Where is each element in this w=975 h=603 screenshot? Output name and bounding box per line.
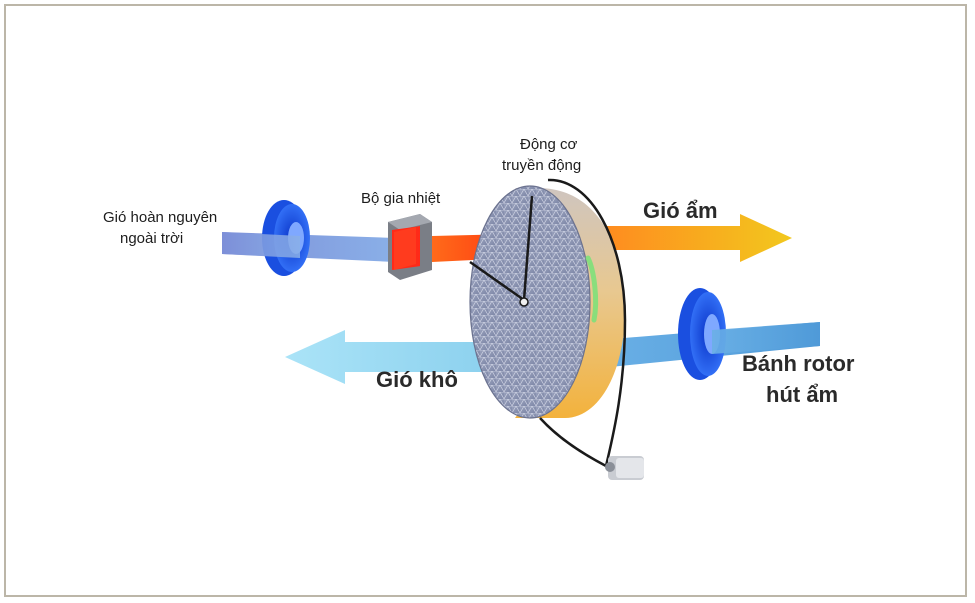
label-heater: Bộ gia nhiệt [361, 190, 441, 207]
label-rotor-line1: Bánh rotor [742, 351, 855, 376]
label-rotor-line2: hút ẩm [766, 382, 838, 407]
label-dry-air: Gió khô [376, 367, 458, 392]
humid-air-arrow [600, 214, 792, 262]
label-motor-line2: truyền động [502, 157, 581, 174]
desiccant-rotor [469, 185, 625, 419]
heater [388, 214, 432, 280]
drive-motor [605, 456, 644, 480]
label-return-air-line1: Gió hoàn nguyên [103, 209, 217, 226]
label-return-air-line2: ngoài trời [120, 230, 183, 247]
process-fan [678, 288, 820, 380]
drive-belt [469, 178, 627, 468]
label-motor-line1: Động cơ [520, 136, 578, 153]
label-humid-air: Gió ẩm [643, 198, 718, 223]
regeneration-fan [222, 200, 310, 276]
